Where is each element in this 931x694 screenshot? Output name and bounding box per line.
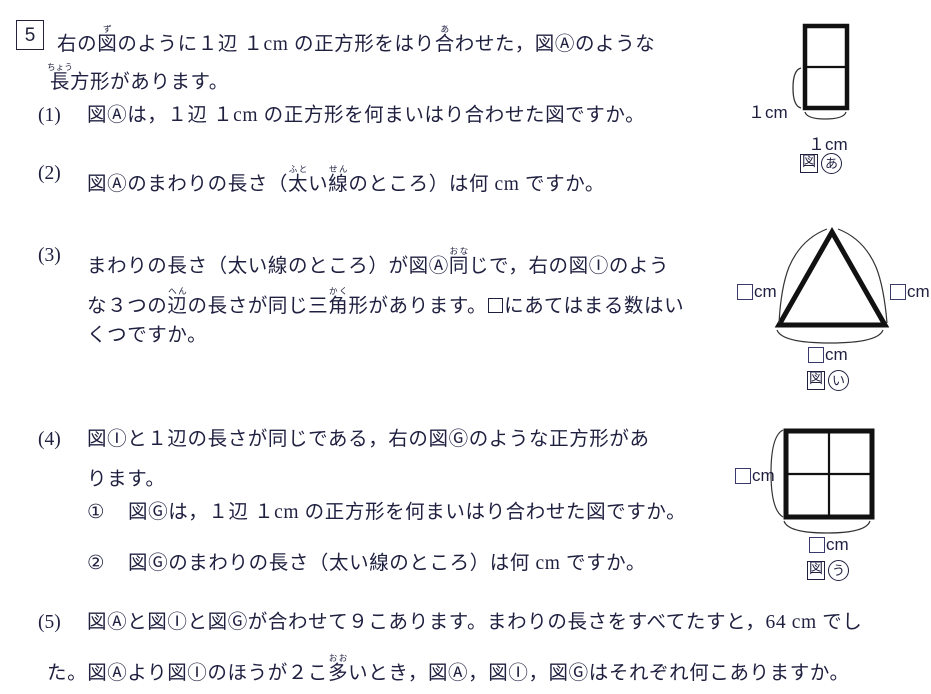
question-3-label: (3) <box>38 245 61 266</box>
figure-zu-i-left-dim-unit: cm <box>754 282 777 301</box>
figure-zu-i-caption-mark: い <box>828 370 849 391</box>
question-5-line-1: 図Ⓐと図Ⓘと図Ⓖが合わせて９こあります。まわりの長さをすべてたすと，64 cm … <box>87 612 863 633</box>
figure-zu-i-right-dim-unit: cm <box>907 282 930 301</box>
figure-zu-i-bottom-dim: cm <box>808 345 848 365</box>
ruby-futo: 太ふと <box>288 164 309 195</box>
question-4-subitem-1-text: 図Ⓖは，１辺 １cm の正方形を何まいはり合わせた図ですか。 <box>128 502 687 523</box>
figure-zu-a-caption-mark: あ <box>821 153 842 174</box>
ruby-kaku: 角かく <box>328 286 349 317</box>
blank-box-glyph <box>488 298 504 313</box>
problem-number-text: 5 <box>24 24 36 46</box>
question-4-subitem-2-label: ② <box>87 553 105 574</box>
figure-zu-a-caption: 図 あ <box>800 153 842 174</box>
figure-zu-a: １cm １cm 図 あ <box>745 18 925 174</box>
question-2-line-1: 図Ⓐのまわりの長さ（太ふとい線せんのところ）は何 cm ですか。 <box>87 164 606 195</box>
question-4-line-1: 図Ⓘと１辺の長さが同じである，右の図Ⓖのような正方形があ <box>87 429 650 450</box>
question-1-label: (1) <box>38 105 61 126</box>
blank-box-glyph-left <box>737 284 753 300</box>
question-3-line-3: くつですか。 <box>87 325 208 346</box>
figure-zu-u-drawing <box>770 428 875 534</box>
figure-zu-a-drawing <box>792 23 850 120</box>
problem-number-box: 5 <box>16 20 44 50</box>
figure-zu-u-left-dim-unit: cm <box>752 466 775 485</box>
ruby-zu: 図ず <box>97 24 118 55</box>
ruby-hen: 辺へん <box>167 286 188 317</box>
figure-zu-i-right-dim: cm <box>890 282 930 302</box>
triangle-brace-left <box>778 228 828 324</box>
ruby-ona: 同おな <box>448 246 469 277</box>
figure-zu-i-left-dim: cm <box>737 282 777 302</box>
figure-zu-u-caption-zu: 図 <box>807 561 825 580</box>
figure-zu-u-bottom-dim-unit: cm <box>826 535 849 554</box>
figure-zu-a-caption-zu: 図 <box>800 154 818 173</box>
figure-zu-i-bottom-dim-unit: cm <box>825 345 848 364</box>
square-brace-bottom <box>783 520 871 534</box>
question-4-subitem-1-label: ① <box>87 502 105 523</box>
blank-box-glyph-right <box>890 284 906 300</box>
ruby-chou: 長ちょう <box>47 62 73 93</box>
question-2-label: (2) <box>38 163 61 184</box>
triangle-brace-right <box>837 228 888 324</box>
question-4-subitem-2-text: 図Ⓖのまわりの長さ（太い線のところ）は何 cm ですか。 <box>128 553 646 574</box>
horizontal-brace <box>804 111 847 120</box>
vertical-brace <box>792 67 802 109</box>
question-5-line-2: た。図Ⓐより図Ⓘのほうが２こ多おおいとき，図Ⓐ，図Ⓘ，図Ⓖはそれぞれ何こあります… <box>47 653 850 684</box>
blank-box-glyph-bottom <box>808 347 824 363</box>
blank-box-glyph-u-left <box>735 468 751 484</box>
question-3-line-1: まわりの長さ（太い線のところ）が図Ⓐ同おなじで，右の図Ⓘのよう <box>87 246 670 277</box>
figure-zu-u-left-dim: cm <box>735 466 775 486</box>
question-4-label: (4) <box>38 429 61 450</box>
square-brace-left <box>770 429 784 518</box>
figure-zu-a-vertical-dim: １cm <box>748 103 788 122</box>
blank-box-glyph-u-bottom <box>809 537 825 553</box>
question-5-label: (5) <box>38 612 61 633</box>
figure-zu-u-caption: 図 う <box>807 560 849 581</box>
triangle-brace-bottom <box>776 329 884 344</box>
ruby-sen: 線せん <box>328 164 349 195</box>
triangle-outline <box>774 226 890 328</box>
ruby-a: 合あ <box>434 24 455 55</box>
figure-zu-i-caption-zu: 図 <box>807 371 825 390</box>
figure-zu-i: cm cm cm 図 い <box>735 226 930 391</box>
intro-line-1: 右の図ずのように１辺 １cm の正方形をはり合あわせた，図Ⓐのような <box>57 24 656 55</box>
figure-zu-i-caption: 図 い <box>807 370 849 391</box>
figure-zu-u-caption-mark: う <box>828 560 849 581</box>
figure-zu-u-bottom-dim: cm <box>809 535 849 555</box>
question-3-line-2: な３つの辺へんの長さが同じ三角かく形があります。にあてはまる数はい <box>87 286 685 317</box>
figure-zu-i-drawing <box>774 226 890 344</box>
intro-line-2: 長ちょう方形があります。 <box>47 62 229 93</box>
question-1-line-1: 図Ⓐは，１辺 １cm の正方形を何まいはり合わせた図ですか。 <box>87 105 646 126</box>
question-4-line-2: ります。 <box>87 469 166 490</box>
figure-zu-u: cm cm 図 う <box>735 424 930 581</box>
ruby-oo: 多おお <box>328 653 349 684</box>
figure-zu-a-horizontal-dim: １cm <box>808 135 848 154</box>
